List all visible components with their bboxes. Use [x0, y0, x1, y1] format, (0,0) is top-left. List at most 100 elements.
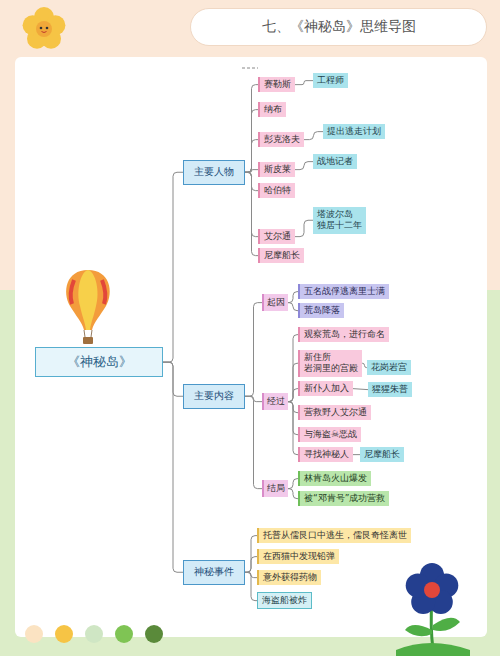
stage-box: 经过 [262, 393, 288, 410]
event-box: 在西猫中发现铅弹 [257, 549, 339, 564]
tree-connector [245, 536, 257, 573]
node-text: 在西猫中发现铅弹 [263, 551, 335, 562]
topic-box: 与海盗☠恶战 [298, 427, 361, 442]
node-text: 被“邓肯号”成功营救 [304, 493, 385, 504]
node-text: 艾尔通 [264, 231, 291, 242]
node-text: 工程师 [317, 75, 344, 86]
node-text: 《神秘岛》 [44, 354, 154, 370]
title-text: 七、《神秘岛》思维导图 [262, 18, 416, 36]
stage-box: 起因 [262, 294, 288, 311]
node-text: 猩猩朱普 [372, 384, 408, 395]
node-text: 林肯岛火山爆发 [304, 473, 367, 484]
node-text: 营救野人艾尔通 [304, 407, 367, 418]
tree-connector [288, 363, 298, 401]
node-text: 尼摩船长 [364, 449, 400, 460]
topic-box: 彭克洛夫 [258, 132, 304, 147]
node-text: 提出逃走计划 [327, 126, 381, 137]
node-text: 与海盗☠恶战 [304, 429, 357, 440]
topic-box: 观察荒岛，进行命名 [298, 327, 389, 342]
branch-box: 主要内容 [183, 384, 245, 409]
topic-box: 荒岛降落 [298, 303, 344, 318]
tree-connector [288, 303, 298, 311]
tree-connector [245, 396, 262, 488]
topic-box: 哈伯特 [258, 183, 295, 198]
tree-connector [288, 389, 298, 402]
node-text: 主要内容 [194, 390, 234, 403]
detail-box: 猩猩朱普 [368, 382, 412, 397]
detail-box: 工程师 [313, 73, 348, 88]
topic-box: 寻找神秘人 [298, 447, 353, 462]
tree-connector [245, 557, 257, 573]
node-text: 海盗船被炸 [262, 595, 307, 606]
node-text: 主要人物 [194, 166, 234, 179]
topic-box: 林肯岛火山爆发 [298, 471, 371, 486]
tree-connector [353, 454, 360, 455]
stage-box: 结局 [262, 480, 288, 497]
topic-box: 五名战俘逃离里士满 [298, 284, 389, 299]
node-text: 赛勒斯 [264, 79, 291, 90]
node-text: 经过 [267, 396, 285, 407]
tree-connector [163, 362, 183, 572]
tree-connector [288, 479, 298, 489]
topic-box: 赛勒斯 [258, 77, 295, 92]
topic-box: 营救野人艾尔通 [298, 405, 371, 420]
node-text: 托普从儒艮口中逃生，儒艮奇怪离世 [263, 530, 407, 541]
balloon-illustration [66, 270, 110, 344]
node-text: 神秘事件 [194, 566, 234, 579]
topic-box: 斯皮莱 [258, 162, 295, 177]
topic-box: 艾尔通 [258, 229, 295, 244]
event-box: 海盗船被炸 [257, 592, 312, 609]
branch-box: 主要人物 [183, 160, 245, 185]
topic-box: 新仆人加入 [298, 381, 353, 396]
tree-connector [163, 172, 183, 362]
detail-box: 尼摩船长 [360, 447, 404, 462]
flower-illustration [396, 563, 470, 656]
node-text: 哈伯特 [264, 185, 291, 196]
tree-connector [288, 292, 298, 303]
topic-box: 尼摩船长 [258, 248, 304, 263]
event-box: 托普从儒艮口中逃生，儒艮奇怪离世 [257, 528, 411, 543]
node-text: 五名战俘逃离里士满 [304, 286, 385, 297]
node-text: 新仆人加入 [304, 383, 349, 394]
node-text: 起因 [267, 297, 285, 308]
tree-connector [288, 402, 298, 455]
title-pill: 七、《神秘岛》思维导图 [190, 8, 487, 46]
node-text: 战地记者 [317, 156, 353, 167]
node-text: 彭克洛夫 [264, 134, 300, 145]
node-text: 寻找神秘人 [304, 449, 349, 460]
tree-connector [245, 110, 258, 173]
tree-connector [245, 172, 258, 255]
topic-box: 被“邓肯号”成功营救 [298, 491, 389, 506]
tree-connector [353, 389, 368, 390]
node-text: 新住所 岩洞里的宫殿 [304, 352, 358, 375]
tree-connector [245, 303, 262, 397]
node-text: 尼摩船长 [264, 250, 300, 261]
branch-box: 神秘事件 [183, 560, 245, 585]
detail-box: 塔波尔岛 独居十二年 [313, 207, 366, 234]
tree-connector [295, 81, 313, 85]
node-text: 塔波尔岛 独居十二年 [317, 209, 362, 232]
detail-box: 战地记者 [313, 154, 357, 169]
tree-connector [295, 220, 313, 236]
node-text: 结局 [267, 483, 285, 494]
node-text: 荒岛降落 [304, 305, 340, 316]
topic-box: 纳布 [258, 102, 286, 117]
event-box: 意外获得药物 [257, 570, 321, 585]
root-node: 《神秘岛》 [35, 347, 163, 377]
node-text: 纳布 [264, 104, 282, 115]
node-text: 观察荒岛，进行命名 [304, 329, 385, 340]
detail-box: 提出逃走计划 [323, 124, 385, 139]
node-text: 花岗岩宫 [371, 362, 407, 373]
tree-connector [304, 132, 323, 140]
tree-connector [245, 85, 258, 173]
flower-icon [23, 7, 66, 49]
tree-connector [288, 489, 298, 499]
topic-box: 新住所 岩洞里的宫殿 [298, 350, 362, 377]
tree-connector [245, 140, 258, 173]
tree-connector [295, 162, 313, 170]
tree-connector [288, 335, 298, 402]
detail-box: 花岗岩宫 [367, 360, 411, 375]
